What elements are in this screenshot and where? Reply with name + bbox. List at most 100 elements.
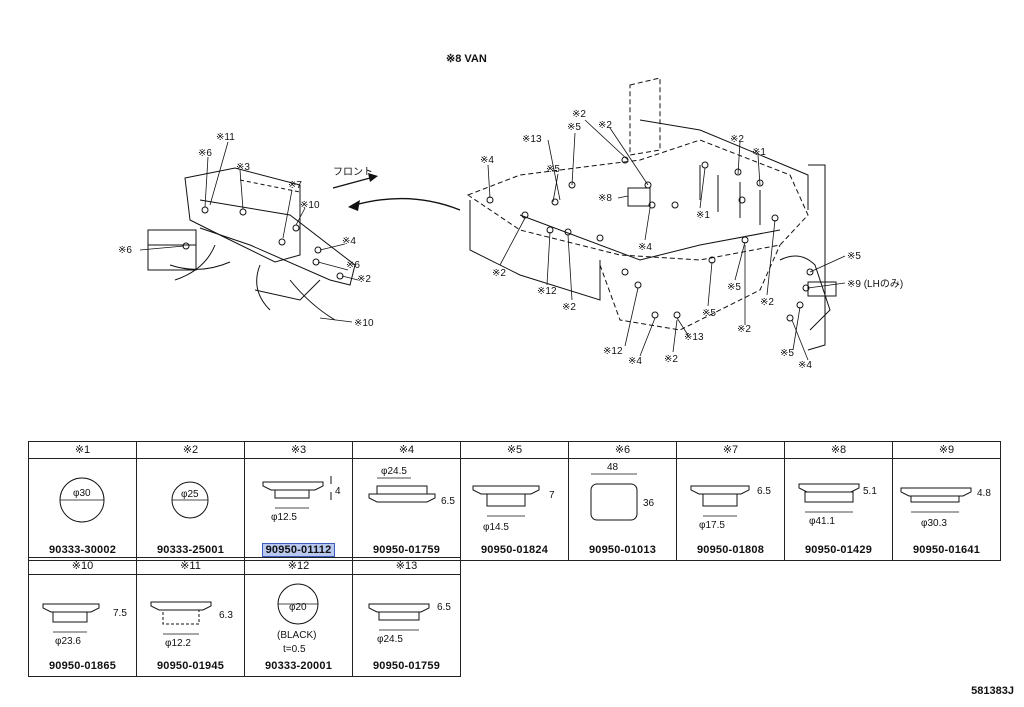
dim: φ24.5 <box>381 466 407 477</box>
part-number[interactable]: 90950-01429 <box>804 544 873 556</box>
part-cell[interactable]: ※7 6.5 φ17.5 90950-01808 <box>676 441 785 561</box>
round-plug-drawing: φ25 <box>171 481 209 519</box>
part-number[interactable]: 90950-01824 <box>480 544 549 556</box>
part-cell[interactable]: ※2 φ25 90333-25001 <box>136 441 245 561</box>
callout: ※11 <box>216 132 235 143</box>
part-cell[interactable]: ※13 6.5 φ24.5 90950-01759 <box>352 557 461 677</box>
part-ref: ※6 <box>569 442 676 459</box>
dim: 7.5 <box>113 608 127 619</box>
dim: φ20 <box>289 602 307 613</box>
front-floor-panel <box>147 167 356 321</box>
part-number[interactable]: 90333-25001 <box>156 544 225 556</box>
callout: ※2 <box>730 134 744 145</box>
callout: ※2 <box>760 297 774 308</box>
dim: 48 <box>607 462 619 473</box>
round-seal-drawing: φ20 (BLACK) t=0.5 <box>277 583 319 654</box>
callout: ※5 <box>727 282 741 293</box>
part-cell[interactable]: ※9 4.8 φ30.3 90950-01641 <box>892 441 1001 561</box>
dim: 6.3 <box>219 610 233 621</box>
part-cell[interactable]: ※10 7.5 φ23.6 90950-01865 <box>28 557 137 677</box>
callout: ※1 <box>752 147 766 158</box>
hole-plug-drawing: 6.5 φ24.5 <box>368 602 451 645</box>
callout-labels: ※11 ※6 ※3 ※7 ※10 ※4 ※6 ※2 ※10 ※6 ※2 ※5 ※… <box>118 109 903 371</box>
dim: φ14.5 <box>483 522 509 533</box>
hole-plug-drawing: 6.5 φ17.5 <box>690 485 771 531</box>
callout: ※10 <box>300 200 320 211</box>
part-number[interactable]: 90950-01013 <box>588 544 657 556</box>
part-number[interactable]: 90950-01865 <box>48 660 117 672</box>
dim: 6.5 <box>437 602 451 613</box>
dim: 7 <box>549 490 555 501</box>
dim: φ12.5 <box>271 512 297 523</box>
dim: φ30.3 <box>921 518 947 529</box>
part-cell[interactable]: ※12 φ20 (BLACK) t=0.5 90333-20001 <box>244 557 353 677</box>
van-title: ※8 VAN <box>446 53 487 65</box>
part-number[interactable]: 90333-20001 <box>264 660 333 672</box>
callout: ※5 <box>567 122 581 133</box>
parts-table-row-2: ※10 7.5 φ23.6 90950-01865 ※11 6.3 φ12.2 … <box>28 557 461 677</box>
dim: φ12.2 <box>165 638 191 649</box>
part-number[interactable]: 90950-01641 <box>912 544 981 556</box>
dim: 36 <box>643 498 655 509</box>
callout: ※1 <box>696 210 710 221</box>
hole-plug-drawing: 6.3 φ12.2 <box>150 601 233 649</box>
part-ref: ※4 <box>353 442 460 459</box>
dim: 5.1 <box>863 486 877 497</box>
part-cell[interactable]: ※4 φ24.5 6.5 90950-01759 <box>352 441 461 561</box>
part-ref: ※8 <box>785 442 892 459</box>
dim: 6.5 <box>757 486 771 497</box>
part-ref: ※10 <box>29 558 136 575</box>
callout: ※6 <box>198 148 212 159</box>
part-number[interactable]: 90950-01945 <box>156 660 225 672</box>
callout: ※8 <box>598 193 612 204</box>
part-cell[interactable]: ※5 7 φ14.5 90950-01824 <box>460 441 569 561</box>
part-ref: ※5 <box>461 442 568 459</box>
part-number[interactable]: 90950-01808 <box>696 544 765 556</box>
round-plug-drawing: φ30 <box>59 477 105 523</box>
callout: ※2 <box>357 274 371 285</box>
part-cell[interactable]: ※11 6.3 φ12.2 90950-01945 <box>136 557 245 677</box>
hole-plug-drawing: 4 φ12.5 <box>262 476 341 523</box>
callout: ※13 <box>684 332 704 343</box>
callout: ※2 <box>664 354 678 365</box>
callout: ※2 <box>492 268 506 279</box>
callout: ※6 <box>346 260 360 271</box>
callout: ※2 <box>598 120 612 131</box>
front-arrow: フロント <box>332 167 461 211</box>
callout: ※5 <box>546 164 560 175</box>
callout: ※4 <box>638 242 652 253</box>
part-number[interactable]: 90950-01759 <box>372 660 441 672</box>
callout: ※13 <box>522 134 542 145</box>
part-ref: ※3 <box>245 442 352 459</box>
callout: ※9 (LHのみ) <box>847 279 903 290</box>
part-cell[interactable]: ※6 48 36 90950-01013 <box>568 441 677 561</box>
part-cell[interactable]: ※3 4 φ12.5 90950-01112 <box>244 441 353 561</box>
callout: ※2 <box>562 302 576 313</box>
part-cell[interactable]: ※1 φ30 90333-30002 <box>28 441 137 561</box>
part-cell[interactable]: ※8 5.1 φ41.1 90950-01429 <box>784 441 893 561</box>
front-label: フロント <box>333 167 373 178</box>
callout: ※2 <box>572 109 586 120</box>
part-number-selected[interactable]: 90950-01112 <box>245 543 352 557</box>
square-tape-drawing: 48 36 <box>590 462 655 521</box>
rear-floor-panel <box>466 77 837 351</box>
part-number[interactable]: 90333-30002 <box>48 544 117 556</box>
hole-plug-drawing: 5.1 φ41.1 <box>798 483 877 527</box>
part-ref: ※11 <box>137 558 244 575</box>
callout: ※4 <box>480 155 494 166</box>
callout-leaders <box>139 119 846 361</box>
callout: ※6 <box>118 245 132 256</box>
part-ref: ※13 <box>353 558 460 575</box>
part-ref: ※2 <box>137 442 244 459</box>
dim-note: t=0.5 <box>283 644 306 654</box>
dim: 4 <box>335 486 341 497</box>
callout: ※5 <box>702 308 716 319</box>
callout: ※2 <box>737 324 751 335</box>
dim: φ24.5 <box>377 634 403 645</box>
dim: φ41.1 <box>809 516 835 527</box>
callout: ※4 <box>628 356 642 367</box>
part-number[interactable]: 90950-01759 <box>372 544 441 556</box>
callout: ※12 <box>603 346 623 357</box>
dim: φ30 <box>73 488 91 499</box>
dim: 6.5 <box>441 496 455 507</box>
